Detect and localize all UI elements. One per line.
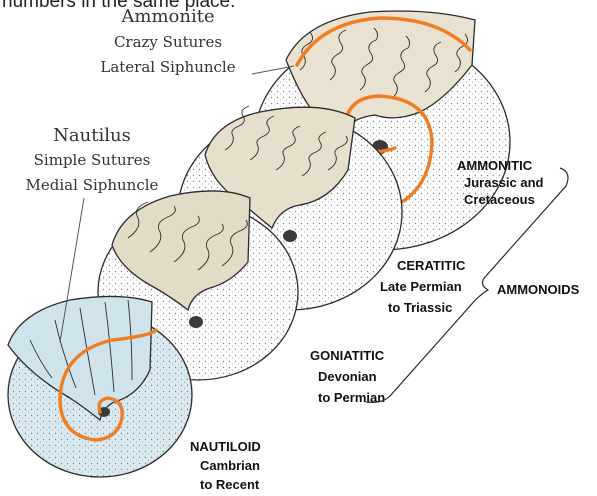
ammonite-title: Ammonite [120, 6, 214, 27]
ammonite-callout: Ammonite Crazy Sutures Lateral Siphuncle [100, 6, 294, 76]
stage-name: CERATITIC [397, 258, 466, 273]
nautilus-title: Nautilus [53, 125, 131, 146]
ammonite-sutures: Crazy Sutures [114, 33, 222, 51]
stage-name: AMMONITIC [457, 158, 533, 173]
stage-label-ammonitic: AMMONITIC Jurassic and Cretaceous [457, 158, 544, 207]
stage-range-line2: to Triassic [388, 300, 452, 315]
stage-range-line2: to Recent [200, 477, 260, 492]
stage-range-line1: Cambrian [200, 458, 260, 473]
stage-label-ceratitic: CERATITIC Late Permian to Triassic [380, 258, 466, 315]
stage-range-line1: Jurassic and [464, 175, 544, 190]
stage-range-line2: Cretaceous [464, 192, 535, 207]
ammonoids-label: AMMONOIDS [497, 282, 580, 297]
nautilus-sutures: Simple Sutures [34, 151, 151, 169]
stage-name: GONIATITIC [310, 348, 385, 363]
stage-label-goniatitic: GONIATITIC Devonian to Permian [310, 348, 385, 405]
ammonite-siphuncle: Lateral Siphuncle [100, 58, 235, 76]
stage-name: NAUTILOID [190, 439, 261, 454]
stage-range-line1: Late Permian [380, 279, 462, 294]
nautilus-siphuncle: Medial Siphuncle [26, 176, 159, 194]
stage-range-line1: Devonian [318, 369, 377, 384]
stage-label-nautiloid: NAUTILOID Cambrian to Recent [190, 439, 261, 492]
